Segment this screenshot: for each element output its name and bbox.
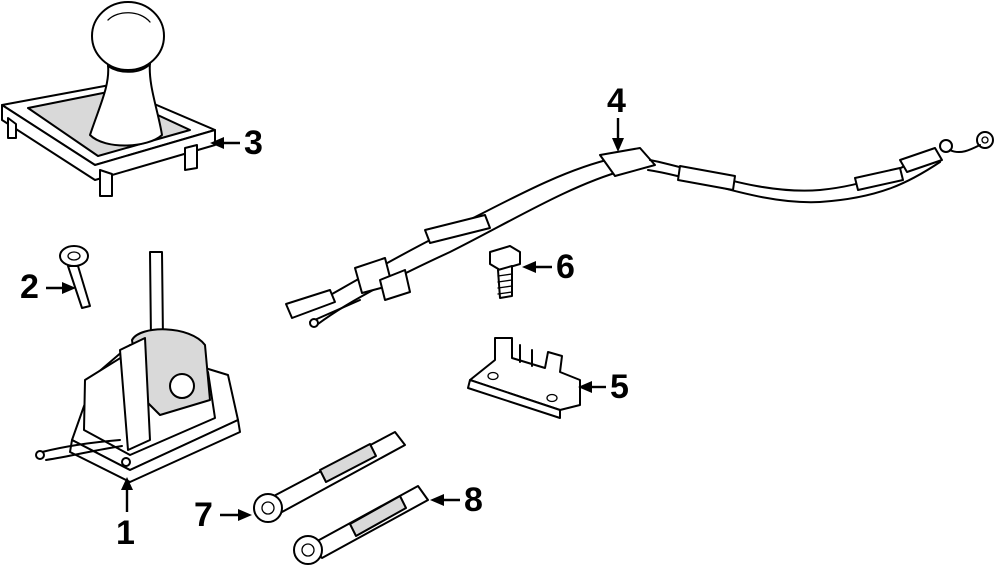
callout-number-2: 2 [20, 268, 39, 306]
callout-number-5: 5 [610, 368, 629, 406]
cable-end-7[interactable] [253, 431, 406, 523]
callout-number-8: 8 [464, 481, 483, 519]
callout-arrow-6 [522, 261, 552, 273]
cable-end-8[interactable] [293, 485, 429, 565]
shifter-assembly[interactable] [35, 251, 241, 483]
callout-arrow-8 [430, 494, 460, 506]
callout-arrow-5 [578, 381, 606, 393]
callout-arrow-7 [220, 509, 252, 521]
callout-number-1: 1 [116, 514, 135, 552]
callout-arrow-1 [121, 477, 133, 512]
callout-arrow-3 [210, 137, 240, 149]
bolt-2[interactable] [59, 245, 91, 309]
shift-knob-boot-assembly[interactable] [1, 1, 216, 197]
callout-number-4: 4 [607, 82, 626, 120]
callout-number-6: 6 [556, 248, 575, 286]
shift-cable-assembly[interactable] [285, 131, 994, 328]
cable-bracket[interactable] [467, 337, 581, 419]
callout-number-3: 3 [244, 124, 263, 162]
callout-number-7: 7 [194, 496, 213, 534]
callout-arrow-2 [46, 282, 76, 294]
callout-arrow-4 [612, 118, 624, 152]
bolt-6[interactable] [489, 245, 521, 299]
